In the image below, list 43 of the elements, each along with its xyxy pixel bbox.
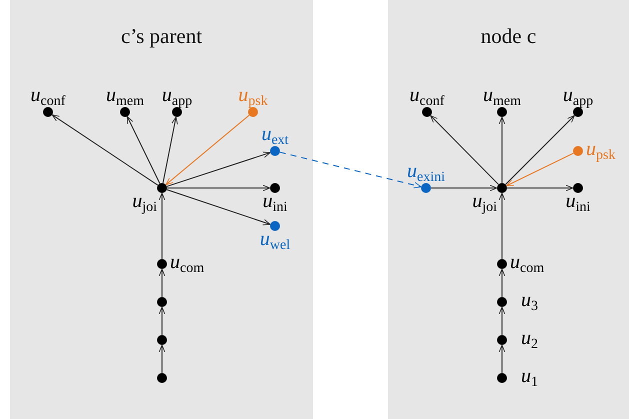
arrow: [279, 152, 422, 188]
vertex-label: u$_{wel}$: [260, 229, 290, 249]
vertex-label: u$_{conf}$: [30, 85, 66, 105]
vertex-label: u$_{ini}$: [262, 191, 288, 211]
arrow: [506, 184, 574, 192]
panel-background: [10, 0, 313, 419]
arrow: [158, 268, 166, 298]
vertex-label: u$_{2}$: [521, 328, 538, 348]
arrow: [165, 114, 250, 186]
arrow: [498, 344, 506, 374]
arrow: [158, 306, 166, 336]
arrow: [52, 114, 158, 186]
vertex-label: u$_{3}$: [521, 290, 538, 310]
arrow: [430, 184, 498, 192]
arrow: [166, 152, 271, 187]
vertex-label: u$_{1}$: [521, 366, 538, 386]
arrow: [506, 152, 574, 186]
vertex-label: u$_{conf}$: [410, 85, 444, 105]
arrow: [162, 116, 178, 184]
vertex-label: u$_{com}$: [510, 252, 544, 272]
arrow: [430, 115, 499, 185]
vertex-dot: [157, 373, 167, 383]
vertex-dot: [157, 335, 167, 345]
panel-background: [388, 0, 629, 419]
arrow: [498, 306, 506, 336]
arrow: [158, 344, 166, 374]
arrow: [498, 192, 506, 260]
arrow: [505, 115, 575, 185]
vertex-label: u$_{ini}$: [566, 191, 590, 211]
arrow: [498, 268, 506, 298]
arrow: [166, 189, 271, 226]
arrow: [126, 116, 160, 184]
vertex-dot: [157, 297, 167, 307]
vertex-label: u$_{ext}$: [261, 124, 289, 144]
panel-title: node c: [480, 24, 536, 49]
vertex-label: u$_{mem}$: [483, 85, 521, 105]
arrow: [158, 192, 166, 260]
panel-title: c’s parent: [120, 24, 202, 49]
vertex-label: u$_{mem}$: [106, 85, 144, 105]
vertex-label: u$_{com}$: [170, 252, 204, 272]
vertex-label: u$_{exini}$: [407, 161, 445, 181]
arrow: [166, 184, 270, 192]
arrow: [498, 116, 506, 184]
